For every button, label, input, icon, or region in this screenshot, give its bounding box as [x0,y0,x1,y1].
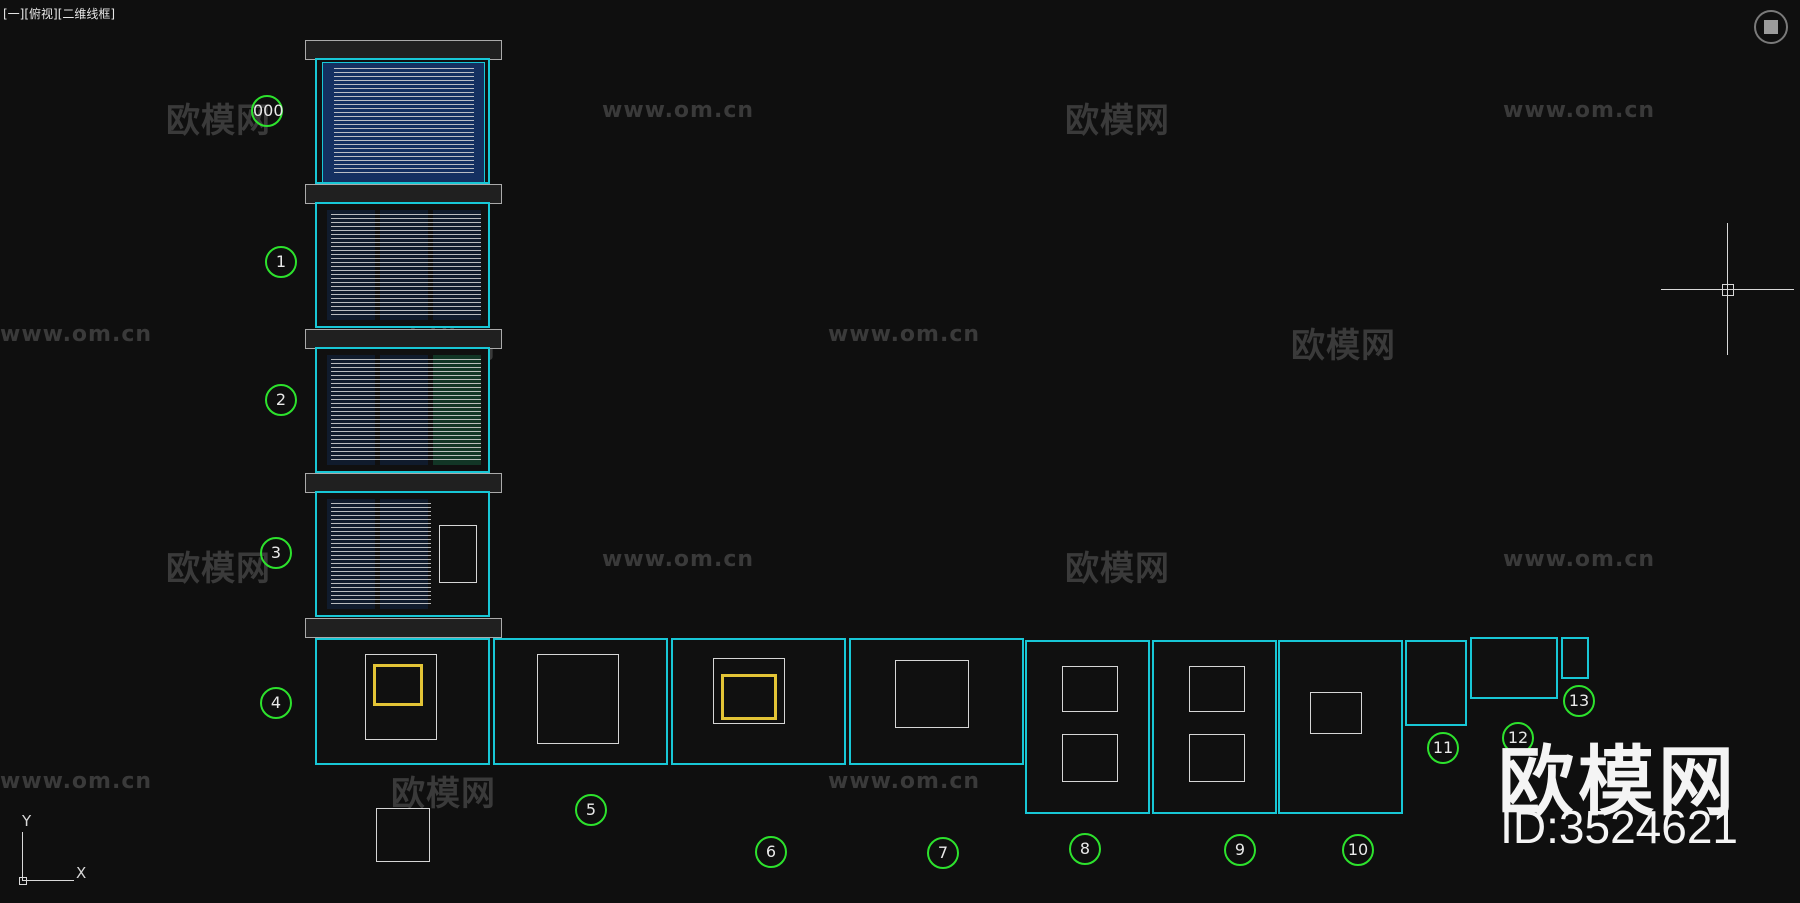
plan-highlight [373,664,423,706]
sheet-number-6: 6 [755,836,787,868]
sheet-12[interactable] [1470,637,1558,699]
sheet-10[interactable] [1278,640,1403,814]
sheet-13[interactable] [1561,637,1589,679]
sheet-7[interactable] [849,638,1024,765]
sheet-11[interactable] [1405,640,1467,726]
sheet-number-7: 7 [927,837,959,869]
sheet-number-8: 8 [1069,833,1101,865]
sheet-frame-header [305,618,502,638]
text-lines [331,214,481,316]
sheet-9[interactable] [1152,640,1277,814]
sheet-number-13: 13 [1563,685,1595,717]
sheet-5[interactable] [493,638,668,765]
sheet-number-000: 000 [251,95,284,127]
watermark-cn: 欧模网 [1291,326,1396,366]
plan-drawing [365,654,437,740]
sheet-6[interactable] [671,638,846,765]
text-lines [331,359,481,461]
axis-origin-icon [19,877,27,885]
watermark-cn: 欧模网 [166,549,271,589]
elevation-drawing [1062,666,1118,712]
axis-x-label: X [76,864,87,882]
sheet-frame-header [305,473,502,493]
sheet-number-3: 3 [260,537,292,569]
watermark-url: www.om.cn [828,322,981,347]
sheet-8[interactable] [1025,640,1150,814]
sheet-frame-header [305,40,502,60]
viewport-label[interactable]: [一][俯视][二维线框] [3,7,116,21]
axis-y-label: Y [22,812,32,830]
sheet-000[interactable] [315,58,490,184]
watermark-url: www.om.cn [0,322,153,347]
detail-drawing [439,525,477,583]
sheet-number-2: 2 [265,384,297,416]
plan-drawing [713,658,785,724]
plan-drawing [895,660,969,728]
elevation-drawing [1189,734,1245,782]
sheet-3[interactable] [315,491,490,617]
watermark-url: www.om.cn [602,98,755,123]
brand-title: 欧模网 [1498,737,1738,826]
watermark-url: www.om.cn [602,547,755,572]
watermark-url: www.om.cn [1503,547,1656,572]
sheet-number-9: 9 [1224,834,1256,866]
sheet-number-5: 5 [575,794,607,826]
section-drawing [1310,692,1362,734]
watermark-cn: 欧模网 [391,774,496,814]
mini-plan-drawing [376,808,430,862]
axis-y-icon [22,832,23,880]
sheet-number-1: 1 [265,246,297,278]
watermark-url: www.om.cn [1503,98,1656,123]
sheet-frame-header [305,184,502,204]
sheet-number-12: 12 [1502,722,1534,754]
sheet-number-11: 11 [1427,732,1459,764]
brand-id: ID:3524621 [1500,801,1738,853]
elevation-drawing [1062,734,1118,782]
watermark-cn: 欧模网 [1065,549,1170,589]
navigation-cube-icon[interactable] [1754,10,1788,44]
table-lines [334,68,474,176]
elevation-drawing [1189,666,1245,712]
plan-highlight [721,674,777,720]
watermark-url: www.om.cn [828,769,981,794]
axis-x-icon [22,880,74,881]
sheet-number-10: 10 [1342,834,1374,866]
sheet-number-4: 4 [260,687,292,719]
sheet-1[interactable] [315,202,490,328]
text-lines [331,503,431,605]
watermark-cn: 欧模网 [1065,101,1170,141]
watermark-url: www.om.cn [0,769,153,794]
sheet-2[interactable] [315,347,490,473]
plan-drawing [537,654,619,744]
sheet-4[interactable] [315,638,490,765]
sheet-frame-header [305,329,502,349]
